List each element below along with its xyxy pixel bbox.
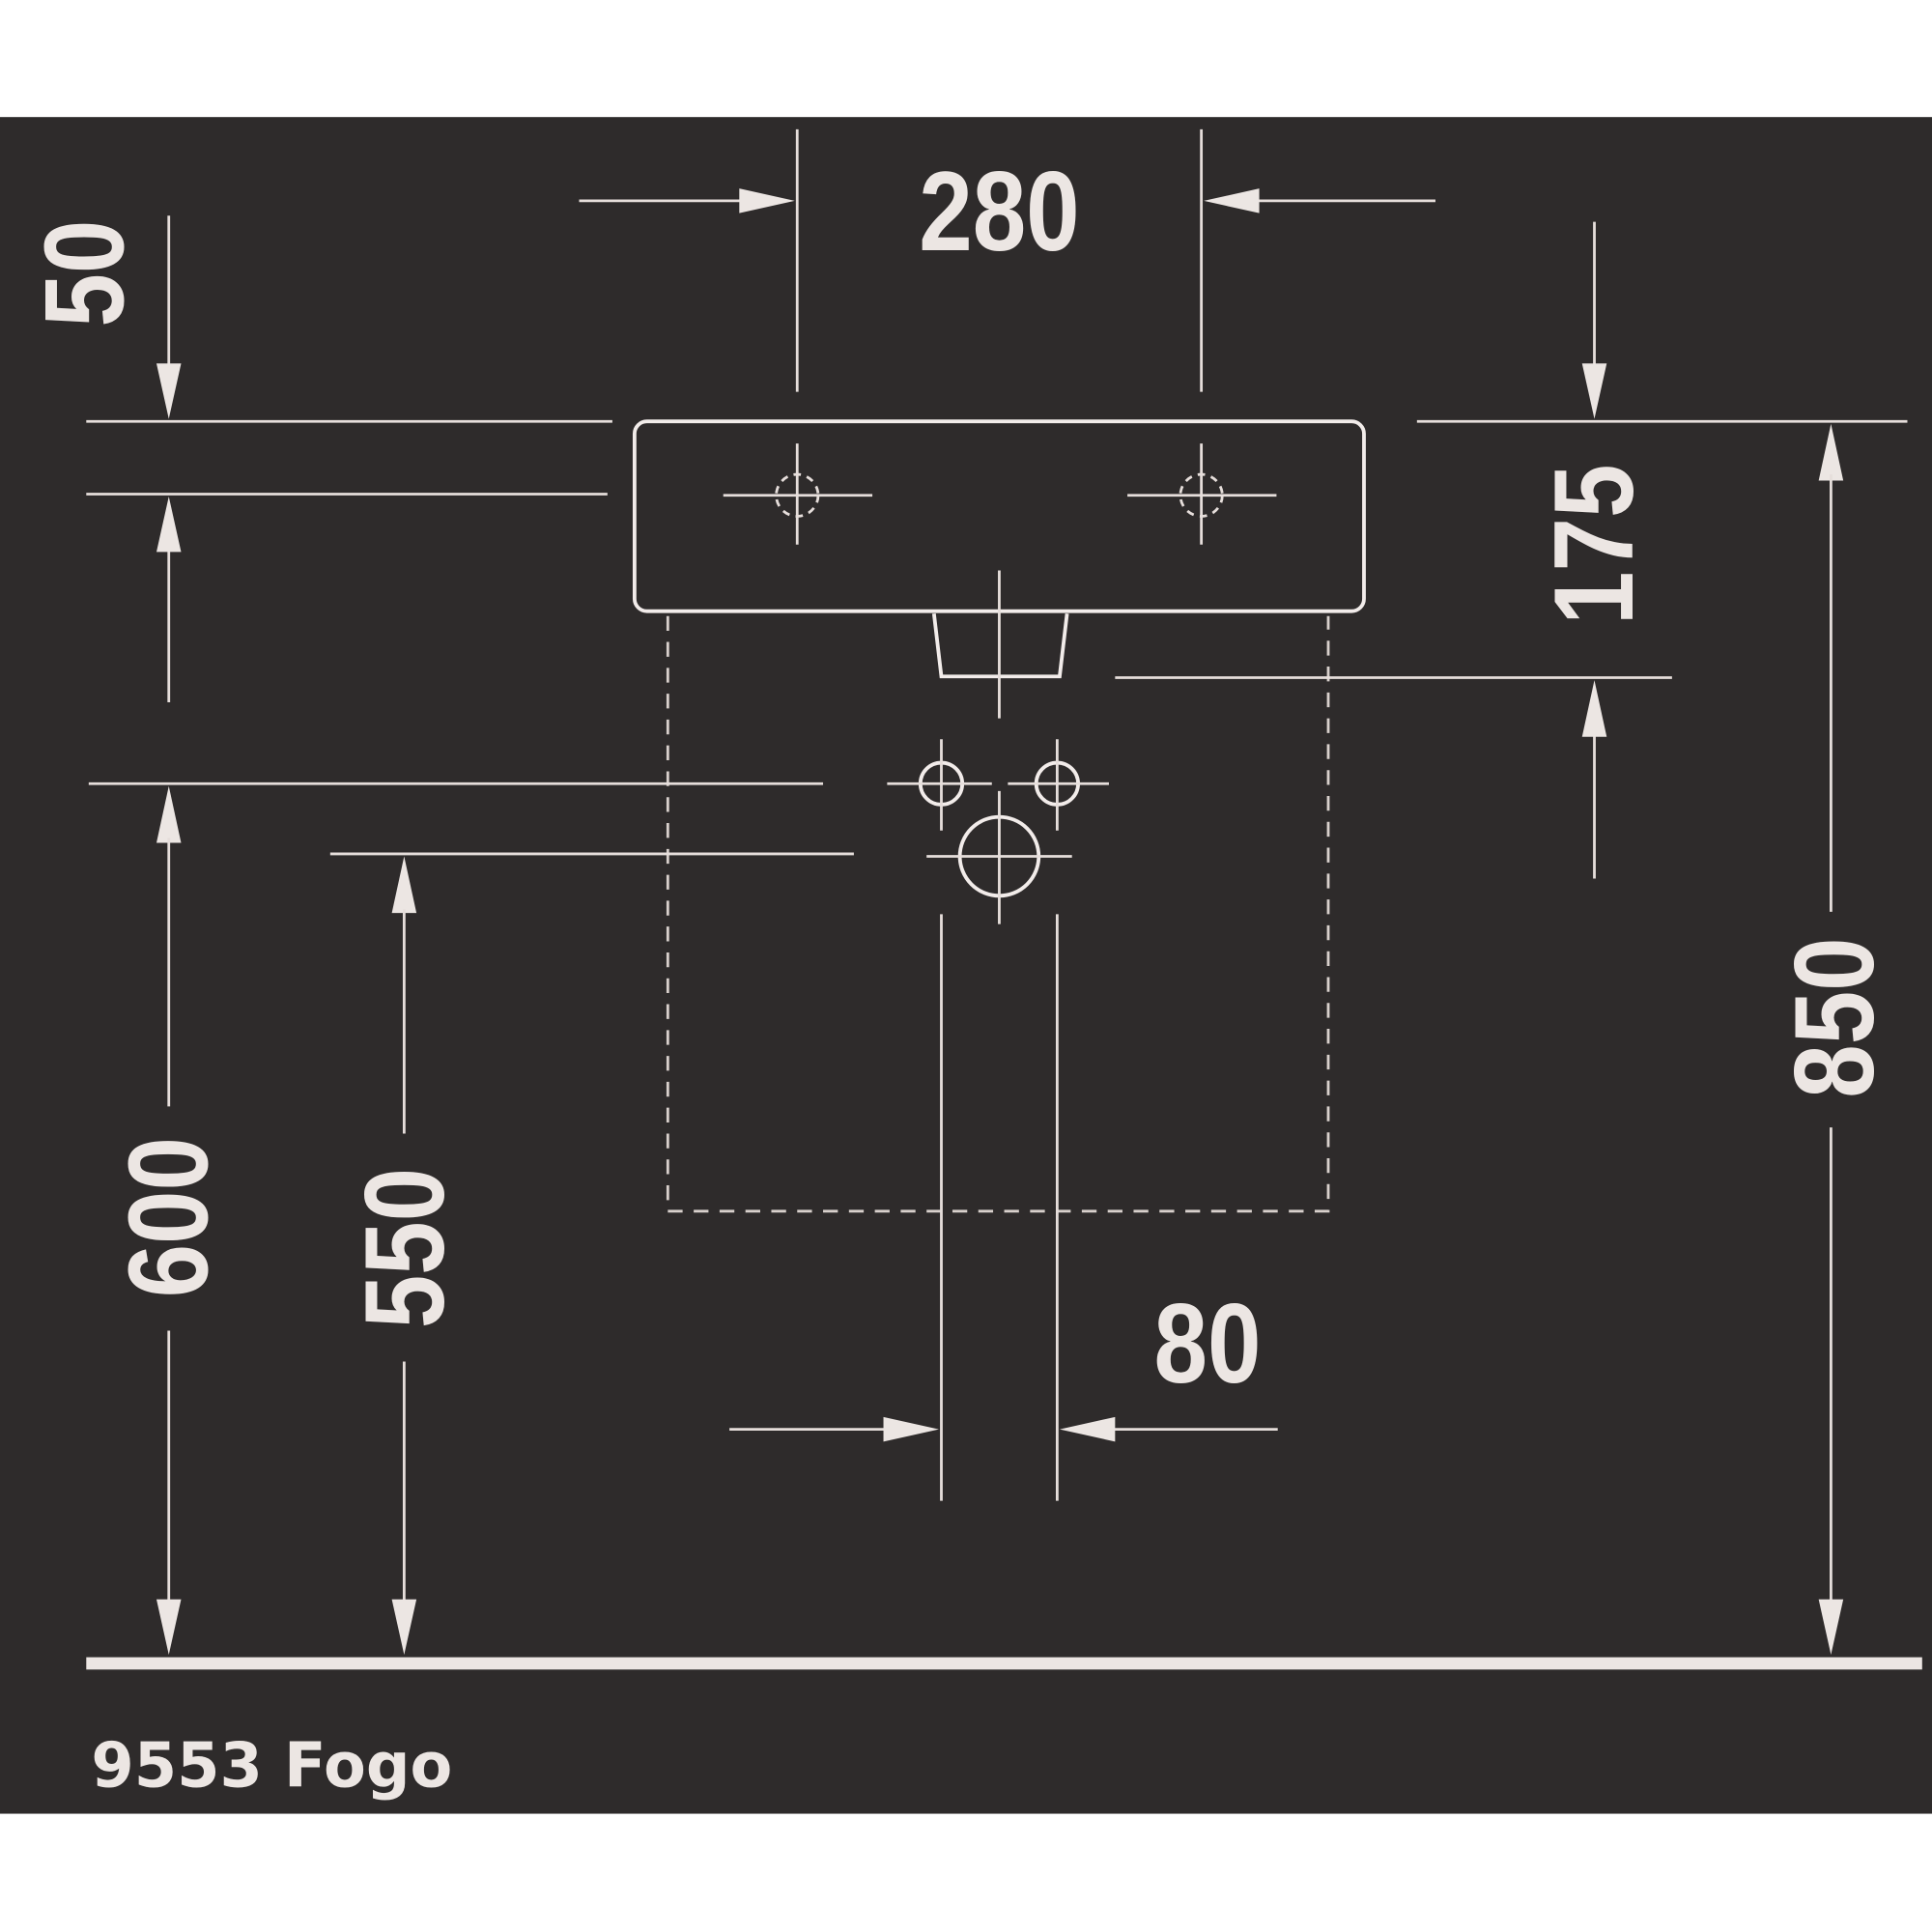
dimension-550: 550 <box>329 852 854 1656</box>
dimension-label-280: 280 <box>919 148 1079 274</box>
tap-hole-right <box>1127 443 1277 545</box>
dimension-label-50: 50 <box>21 220 148 327</box>
dimension-label-80: 80 <box>1154 1281 1262 1407</box>
hidden-outline <box>666 615 1330 1213</box>
dimension-80: 80 <box>729 914 1278 1501</box>
drawing-title: 9553 Fogo <box>91 1730 452 1802</box>
dimension-label-600: 600 <box>105 1137 232 1297</box>
tap-hole-left <box>723 443 873 545</box>
floor-line <box>86 1657 1922 1670</box>
dimension-label-850: 850 <box>1771 937 1897 1097</box>
dimension-175: 175 <box>1115 221 1908 879</box>
dimension-280: 280 <box>579 128 1435 392</box>
dimension-850: 850 <box>1771 423 1898 1656</box>
supply-connections <box>887 739 1109 831</box>
dimension-50: 50 <box>21 215 612 703</box>
waste-connection <box>926 790 1072 924</box>
dimension-label-175: 175 <box>1530 465 1657 625</box>
dimension-600: 600 <box>88 781 824 1656</box>
drawing-background <box>0 117 1932 1814</box>
dimension-label-550: 550 <box>342 1168 469 1328</box>
